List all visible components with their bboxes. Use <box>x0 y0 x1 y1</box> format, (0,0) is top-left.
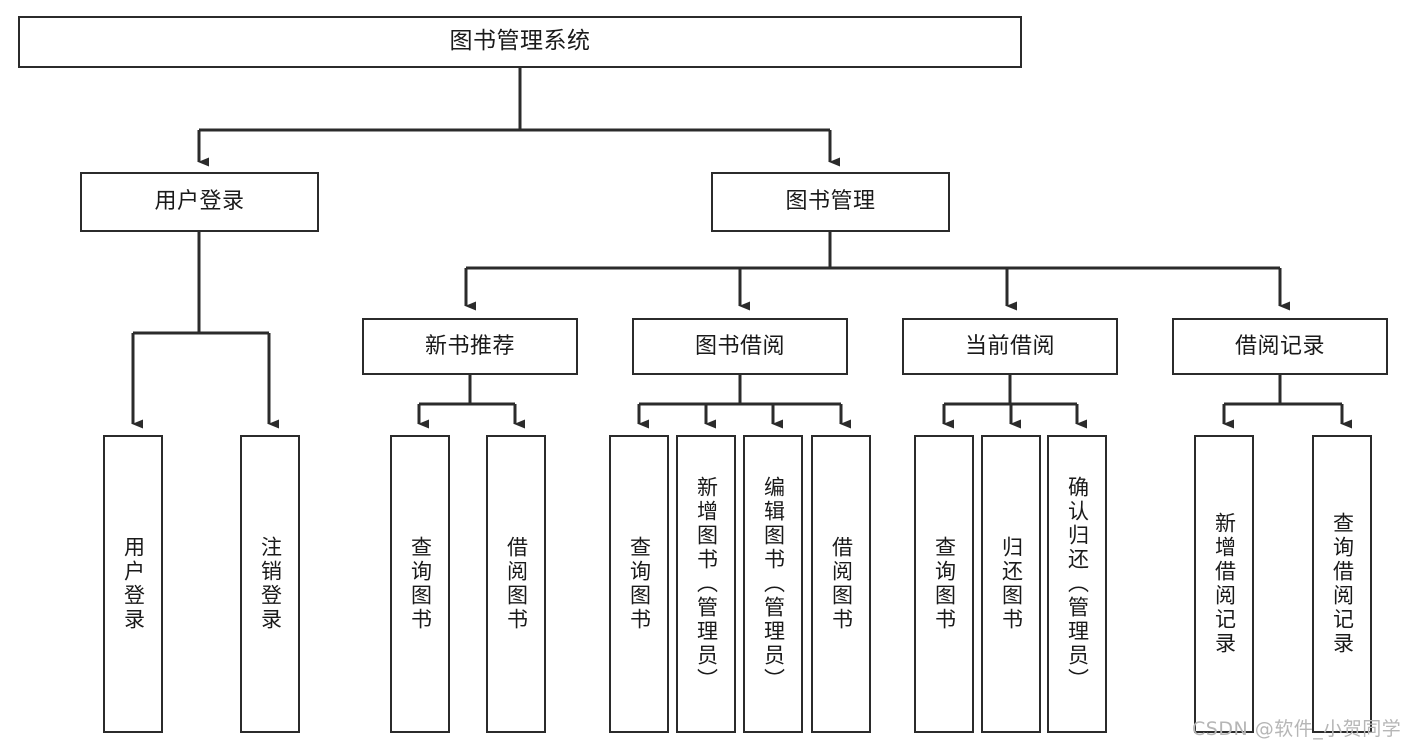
node-leaf-borrow-book-2[interactable]: 借阅图书 <box>811 435 871 733</box>
node-leaf-query-book-3-label: 查询图书 <box>932 536 957 632</box>
node-leaf-confirm-return[interactable]: 确认归还（管理员） <box>1047 435 1107 733</box>
node-current-borrow-label: 当前借阅 <box>964 333 1055 359</box>
csdn-watermark: CSDN @软件_小贺同学 <box>1192 718 1402 740</box>
node-book-management[interactable]: 图书管理 <box>711 172 950 232</box>
node-borrow-record[interactable]: 借阅记录 <box>1172 318 1388 375</box>
node-user-login[interactable]: 用户登录 <box>80 172 319 232</box>
node-leaf-logout-login-label: 注销登录 <box>258 536 283 632</box>
node-book-management-label: 图书管理 <box>785 189 876 215</box>
node-leaf-return-book-label: 归还图书 <box>999 536 1024 632</box>
node-leaf-query-record[interactable]: 查询借阅记录 <box>1312 435 1372 733</box>
node-book-borrow-label: 图书借阅 <box>694 333 785 359</box>
node-leaf-edit-book-label: 编辑图书（管理员） <box>761 476 786 692</box>
node-current-borrow[interactable]: 当前借阅 <box>902 318 1118 375</box>
node-new-book-recommend-label: 新书推荐 <box>424 333 515 359</box>
node-leaf-return-book[interactable]: 归还图书 <box>981 435 1041 733</box>
node-user-login-label: 用户登录 <box>154 189 245 215</box>
node-leaf-query-record-label: 查询借阅记录 <box>1330 512 1355 656</box>
node-book-borrow[interactable]: 图书借阅 <box>632 318 848 375</box>
node-leaf-user-login-label: 用户登录 <box>121 536 146 632</box>
node-leaf-add-record-label: 新增借阅记录 <box>1212 512 1237 656</box>
node-root-system[interactable]: 图书管理系统 <box>18 16 1022 68</box>
node-leaf-logout-login[interactable]: 注销登录 <box>240 435 300 733</box>
node-leaf-borrow-book-1[interactable]: 借阅图书 <box>486 435 546 733</box>
node-leaf-edit-book[interactable]: 编辑图书（管理员） <box>743 435 803 733</box>
node-leaf-borrow-book-1-label: 借阅图书 <box>504 536 529 632</box>
node-leaf-user-login[interactable]: 用户登录 <box>103 435 163 733</box>
node-new-book-recommend[interactable]: 新书推荐 <box>362 318 578 375</box>
node-leaf-query-book-1[interactable]: 查询图书 <box>390 435 450 733</box>
node-leaf-confirm-return-label: 确认归还（管理员） <box>1065 476 1090 692</box>
node-leaf-borrow-book-2-label: 借阅图书 <box>829 536 854 632</box>
node-leaf-query-book-2-label: 查询图书 <box>627 536 652 632</box>
node-leaf-add-book[interactable]: 新增图书（管理员） <box>676 435 736 733</box>
node-leaf-add-book-label: 新增图书（管理员） <box>694 476 719 692</box>
node-leaf-add-record[interactable]: 新增借阅记录 <box>1194 435 1254 733</box>
node-leaf-query-book-2[interactable]: 查询图书 <box>609 435 669 733</box>
node-leaf-query-book-1-label: 查询图书 <box>408 536 433 632</box>
node-leaf-query-book-3[interactable]: 查询图书 <box>914 435 974 733</box>
node-borrow-record-label: 借阅记录 <box>1234 333 1325 359</box>
node-root-system-label: 图书管理系统 <box>449 28 591 55</box>
